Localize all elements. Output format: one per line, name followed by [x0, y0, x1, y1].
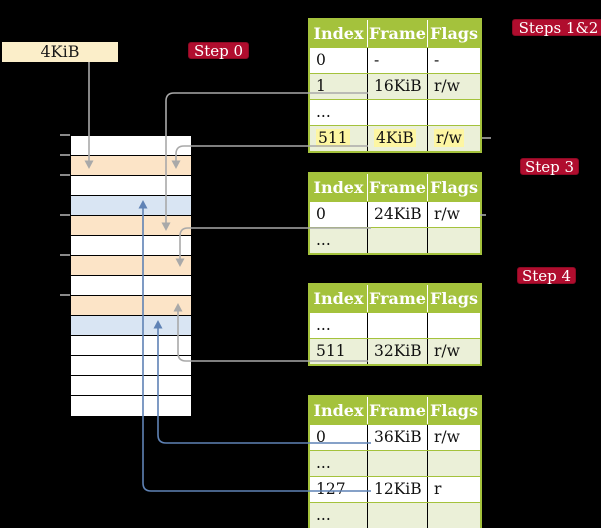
page-table-steps-1-2-row-3: 511 4KiB r/w	[310, 125, 480, 151]
memory-tick-5	[60, 294, 70, 296]
table-cell	[367, 451, 427, 476]
table-cell	[427, 228, 480, 253]
memory-tick-3	[60, 214, 70, 216]
column-header-index: Index	[313, 401, 364, 420]
table-cell: 1	[316, 77, 326, 95]
highlighted-value: r/w	[434, 129, 464, 147]
column-header-frame: Frame	[367, 397, 427, 424]
badge-step-0: Step 0	[188, 42, 249, 60]
page-table-final-row-3: ...	[310, 502, 480, 528]
column-header-frame: Frame	[367, 285, 427, 312]
table-cell: 0	[316, 428, 326, 446]
column-header-index: Index	[313, 289, 364, 308]
table-cell: 127	[316, 480, 346, 498]
table-cell: ...	[316, 316, 331, 334]
table-cell: -	[427, 48, 480, 73]
table-cell	[367, 228, 427, 253]
physical-memory-column	[70, 135, 192, 417]
table-cell: 36KiB	[367, 425, 427, 450]
table-cell: r/w	[427, 425, 480, 450]
table-cell: 511	[310, 126, 367, 151]
memory-frame-row-8	[71, 296, 191, 316]
page-table-step-3-row-1: ...	[310, 227, 480, 253]
memory-frame-row-7	[71, 276, 191, 296]
memory-frame-row-6	[71, 256, 191, 276]
table-cell	[427, 100, 480, 125]
frame-size-label-box: 4KiB	[2, 42, 118, 62]
memory-frame-row-3	[71, 196, 191, 216]
table-cell	[427, 451, 480, 476]
table-cell: ...	[316, 506, 331, 524]
memory-tick-0	[60, 134, 70, 136]
memory-tick-4	[60, 254, 70, 256]
memory-tick-1	[60, 154, 70, 156]
table-cell	[367, 503, 427, 528]
table-cell: 12KiB	[367, 477, 427, 502]
table-cell: 24KiB	[367, 202, 427, 227]
table-cell: r/w	[427, 202, 480, 227]
table-cell: ...	[316, 103, 331, 121]
memory-frame-row-4	[71, 216, 191, 236]
table-cell: 0	[316, 51, 326, 69]
column-header-frame: Frame	[367, 174, 427, 201]
table-cell: -	[367, 48, 427, 73]
column-header-flags: Flags	[427, 174, 480, 201]
table-cell: 32KiB	[367, 339, 427, 364]
memory-frame-row-13	[71, 396, 191, 416]
table-cell: r/w	[427, 126, 480, 151]
column-header-flags: Flags	[427, 20, 480, 47]
table-cell	[367, 100, 427, 125]
badge-step-4: Step 4	[517, 267, 576, 285]
table-cell: 0	[316, 205, 326, 223]
memory-frame-row-0	[71, 136, 191, 156]
table-cell	[427, 313, 480, 338]
table-cell	[427, 503, 480, 528]
memory-tick-2	[60, 174, 70, 176]
highlighted-value: 511	[316, 129, 350, 147]
table-cell: 16KiB	[367, 74, 427, 99]
column-header-index: Index	[313, 24, 364, 43]
memory-frame-row-9	[71, 316, 191, 336]
memory-frame-row-5	[71, 236, 191, 256]
table-cell: 511	[316, 342, 346, 360]
table-cell: ...	[316, 231, 331, 249]
memory-frame-row-10	[71, 336, 191, 356]
table-cell: ...	[316, 454, 331, 472]
highlighted-value: 4KiB	[374, 129, 416, 147]
memory-frame-row-1	[71, 156, 191, 176]
column-header-flags: Flags	[427, 397, 480, 424]
badge-step-3: Step 3	[520, 158, 579, 176]
column-header-flags: Flags	[427, 285, 480, 312]
table-cell	[367, 313, 427, 338]
table-cell: r	[427, 477, 480, 502]
page-table-steps-1-2-row-2: ...	[310, 99, 480, 125]
table-cell: r/w	[427, 339, 480, 364]
page-table-steps-1-2-row-0: 0 --	[310, 47, 480, 73]
page-table-final-row-1: ...	[310, 450, 480, 476]
memory-frame-row-12	[71, 376, 191, 396]
badge-steps-1-2: Steps 1&2	[512, 19, 601, 37]
column-header-index: Index	[313, 178, 364, 197]
memory-frame-row-11	[71, 356, 191, 376]
page-table-step-4-row-0: ...	[310, 312, 480, 338]
table-cell: r/w	[427, 74, 480, 99]
table-cell: 4KiB	[367, 126, 427, 151]
memory-frame-row-2	[71, 176, 191, 196]
column-header-frame: Frame	[367, 20, 427, 47]
